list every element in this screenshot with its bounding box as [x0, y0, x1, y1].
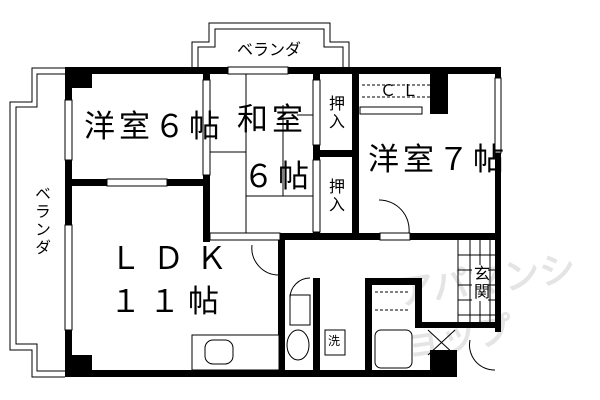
room-japanese-label: 和室	[237, 102, 307, 138]
window-left-ldk	[64, 224, 73, 331]
door-japanese	[209, 232, 281, 241]
left-balcony-outline	[9, 67, 65, 378]
closet1-label: 押入	[326, 95, 345, 131]
room-western7-label: 洋室７帖	[368, 142, 508, 178]
washer-pan	[324, 329, 346, 356]
door-closet1	[312, 79, 321, 146]
closet2-label: 押入	[326, 178, 345, 214]
bathtub	[374, 329, 413, 369]
window-left-western6	[64, 99, 73, 161]
entrance-door-swing	[469, 339, 496, 371]
left-balcony-inner	[15, 73, 65, 372]
kitchen-sink	[204, 339, 234, 365]
door-swing-ldk	[251, 244, 280, 276]
room-ldk-label: ＬＤＫ	[110, 241, 239, 277]
balcony-left-label: ベランダ	[32, 185, 51, 257]
door-western6	[202, 79, 211, 176]
window-right	[494, 77, 502, 154]
cl-label: ＣＬ	[380, 81, 425, 100]
vanity	[289, 294, 311, 326]
top-balcony-inner	[197, 28, 344, 68]
top-balcony-outline	[191, 22, 350, 68]
door-swing-toilet	[289, 277, 311, 299]
window-western6	[106, 178, 168, 187]
balcony-top-label: ベランダ	[237, 40, 302, 59]
window-top	[227, 66, 289, 75]
entrance-label: 玄関	[471, 265, 490, 301]
door-western7	[379, 232, 411, 241]
room-ldk-size: １１帖	[110, 284, 227, 320]
room-japanese-size: ６帖	[243, 159, 313, 195]
washer-label: 洗	[328, 334, 341, 348]
closet-doors	[359, 106, 423, 115]
entrance-tiles	[457, 240, 495, 322]
door-closet2	[312, 159, 321, 233]
room-western6-label: 洋室６帖	[84, 109, 224, 145]
toilet	[286, 329, 310, 361]
door-swing-western7	[378, 199, 410, 234]
